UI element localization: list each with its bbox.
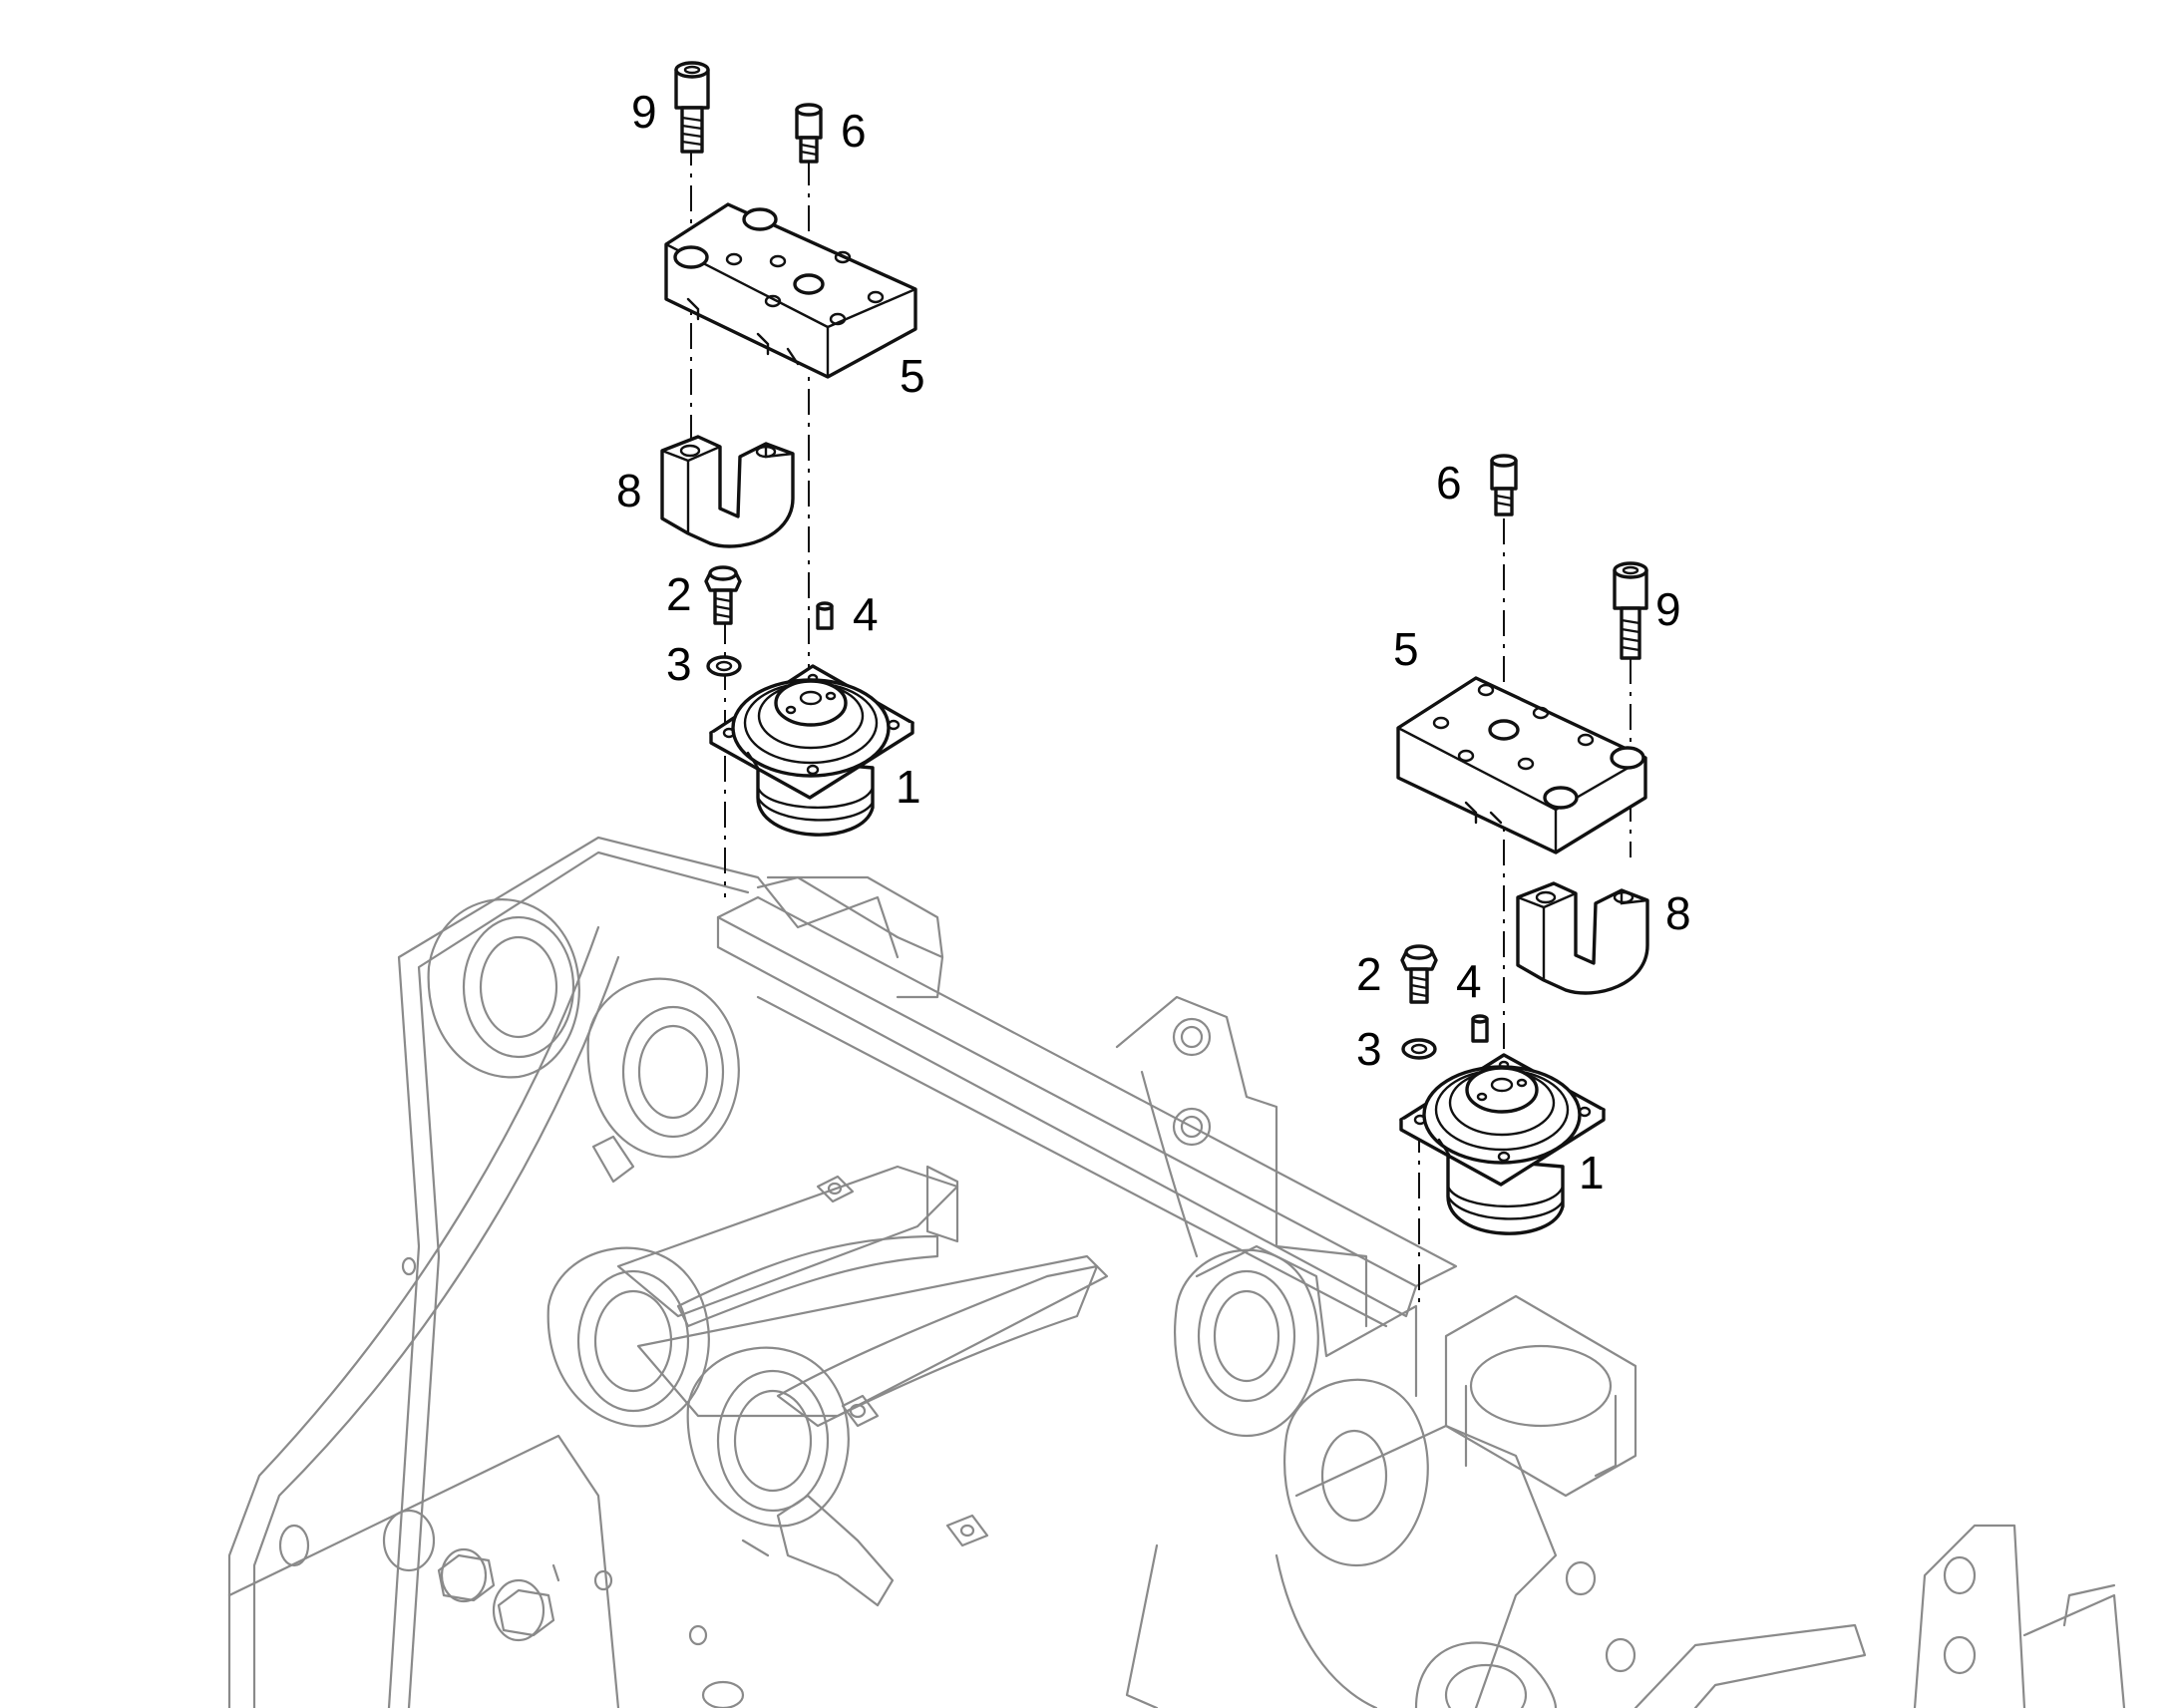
callout-labels: 9 6 5 8 2 4 3 1 6 9 5 8 2 4 3 1 <box>616 86 1691 1198</box>
small-screw-part-6 <box>795 103 823 164</box>
socket-head-screw-part-9 <box>674 61 710 154</box>
washer-part-3 <box>706 655 742 677</box>
callout-left-5: 5 <box>900 350 925 402</box>
callout-left-3: 3 <box>666 638 692 690</box>
left-assembly <box>660 61 917 897</box>
pin-part-4 <box>1471 1014 1489 1043</box>
pin-part-4 <box>816 601 834 630</box>
mounting-block-part-5 <box>664 202 917 379</box>
mounting-block-part-5 <box>1396 676 1647 854</box>
callout-right-1: 1 <box>1579 1147 1605 1198</box>
hex-bolt-part-2 <box>704 565 742 625</box>
callout-right-5: 5 <box>1393 623 1419 675</box>
socket-head-screw-part-9 <box>1613 561 1648 660</box>
hex-bolt-part-2 <box>1400 944 1438 1004</box>
callout-right-9: 9 <box>1655 583 1681 635</box>
callout-left-2: 2 <box>666 568 692 620</box>
rubber-mount-part-1 <box>709 664 914 837</box>
machine-frame <box>227 836 2126 1708</box>
rubber-mount-part-1 <box>1399 1053 1606 1235</box>
u-clamp-part-8 <box>660 435 795 548</box>
washer-part-3 <box>1401 1038 1437 1060</box>
callout-left-9: 9 <box>631 86 657 138</box>
right-assembly <box>1396 454 1649 1306</box>
callout-left-4: 4 <box>853 588 879 640</box>
u-clamp-part-8 <box>1516 881 1649 995</box>
small-screw-part-6 <box>1490 454 1518 516</box>
callout-left-8: 8 <box>616 465 642 516</box>
callout-left-1: 1 <box>896 761 921 813</box>
callout-right-2: 2 <box>1356 948 1382 1000</box>
callout-right-4: 4 <box>1456 955 1482 1007</box>
callout-left-6: 6 <box>841 105 867 157</box>
callout-right-6: 6 <box>1436 457 1462 509</box>
callout-right-3: 3 <box>1356 1023 1382 1075</box>
callout-right-8: 8 <box>1665 887 1691 939</box>
